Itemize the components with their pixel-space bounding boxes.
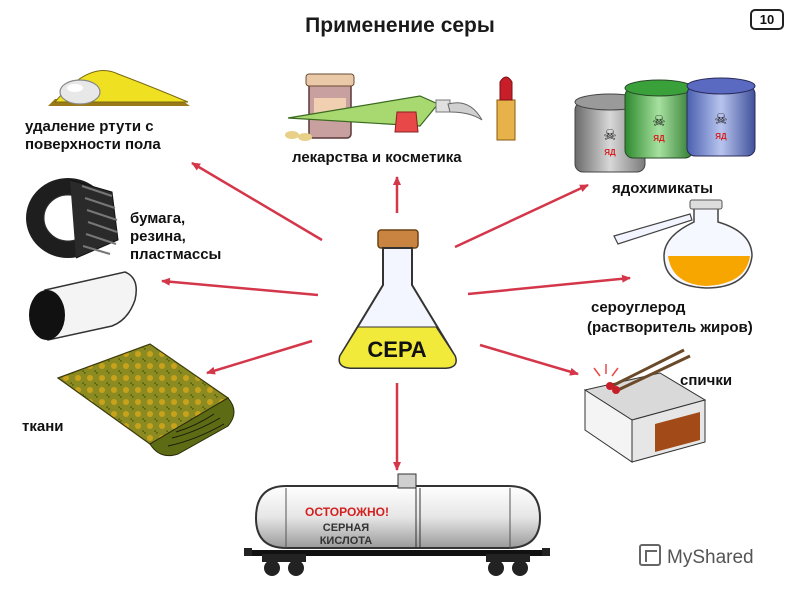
pesticide-cans-icon: ☠ ☠ ☠ ЯД ЯД ЯД [574,77,756,173]
arrow-to-matches [479,343,579,376]
svg-text:ЯД: ЯД [653,134,665,143]
tank-car-icon: ОСТОРОЖНО! СЕРНАЯ КИСЛОТА [244,473,550,576]
fabric-roll-icon [56,343,235,457]
label-fabrics: ткани [22,418,64,435]
myshared-logo-icon [639,544,661,566]
label-matches: спички [680,372,733,389]
sulfur-flask-icon: СЕРА [338,229,457,369]
medicine-cosmetics-icon [285,73,516,141]
label-carbon-disulfide: сероуглерод (растворитель жиров) [587,299,753,336]
label-paper-rubber-plastics: бумага, резина, пластмассы [130,210,222,263]
arrow-to-mercury [191,161,323,242]
arrow-to-paper [161,277,319,297]
page-title: Применение серы [305,14,495,37]
svg-text:☠: ☠ [714,111,727,128]
label-pesticides: ядохимикаты [612,180,713,197]
svg-text:ЯД: ЯД [715,132,727,141]
paper-roll-icon [29,271,137,341]
arrow-to-carbon-disulfide [467,274,631,296]
svg-text:☠: ☠ [603,127,616,144]
watermark: MyShared [639,544,754,569]
page-number: 10 [750,9,784,30]
svg-text:ЯД: ЯД [604,148,616,157]
label-medicine: лекарства и косметика [292,149,462,166]
svg-text:☠: ☠ [652,113,665,130]
arrow-to-pesticides [454,183,589,249]
arrow-to-fabrics [206,339,313,375]
label-mercury: удаление ртути с поверхности пола [25,118,161,153]
sulfur-powder-icon [48,70,190,106]
tank-warning: ОСТОРОЖНО! [305,505,389,519]
arrows [161,161,631,471]
matchbox-icon [583,348,707,463]
center-label: СЕРА [367,337,426,362]
tank-label-line2: КИСЛОТА [320,535,373,547]
tank-label-line1: СЕРНАЯ [323,522,370,534]
tire-icon [26,178,119,259]
carbon-disulfide-flask-icon [613,199,753,289]
